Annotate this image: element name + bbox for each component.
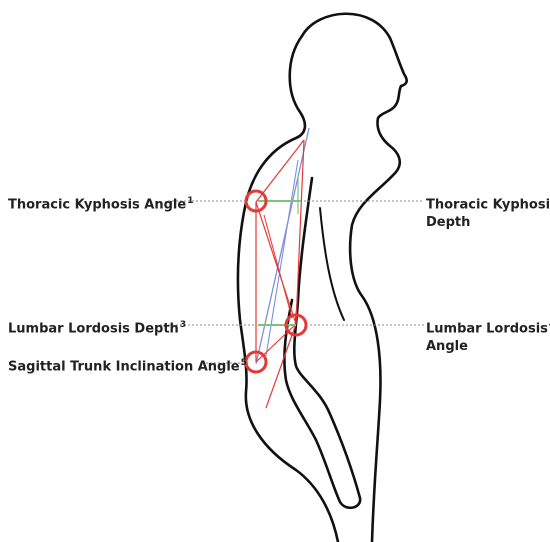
label-number: 3 xyxy=(179,320,187,330)
label-text: Lumbar Lordosis xyxy=(426,321,548,337)
kyphosis-angle-line-a xyxy=(255,139,305,203)
inclination-line-b xyxy=(265,159,299,357)
kyphosis-cross-line xyxy=(263,214,293,319)
label-lumbar-lordosis-angle: Lumbar Lordosis4 Angle xyxy=(426,316,550,356)
torso-front-crease xyxy=(319,207,345,321)
label-text: Thoracic Kyphosis Angle xyxy=(8,197,187,213)
label-text: Sagittal Trunk Inclination Angle xyxy=(8,359,240,375)
label-number: 4 xyxy=(549,320,550,330)
label-thoracic-kyphosis-depth: Thoracic Kyphosis2 Depth xyxy=(426,192,550,232)
kyphosis-angle-line-b xyxy=(255,201,297,325)
label-thoracic-kyphosis-angle: Thoracic Kyphosis Angle1 xyxy=(8,192,193,214)
body-silhouette xyxy=(300,12,408,542)
marker-circle-thoracic xyxy=(244,189,268,213)
marker-circle-lumbar xyxy=(284,313,308,337)
label-sagittal-trunk-inclination-angle: Sagittal Trunk Inclination Angle5 xyxy=(8,354,247,376)
label-lumbar-lordosis-depth: Lumbar Lordosis Depth3 xyxy=(8,316,186,338)
lordosis-angle-line-a xyxy=(255,323,297,363)
arm-outline xyxy=(283,176,362,510)
spine-line-a xyxy=(295,139,305,325)
label-text: Lumbar Lordosis Depth xyxy=(8,321,179,337)
label-number: 1 xyxy=(187,196,194,206)
body-back-outline xyxy=(236,34,340,542)
label-text-line2: Angle xyxy=(426,339,468,355)
label-number: 5 xyxy=(240,358,247,368)
marker-circle-sacral xyxy=(244,350,268,374)
label-text: Thoracic Kyphosis xyxy=(426,197,550,213)
label-text-line2: Depth xyxy=(426,215,471,231)
lordosis-angle-line-b xyxy=(265,323,297,409)
